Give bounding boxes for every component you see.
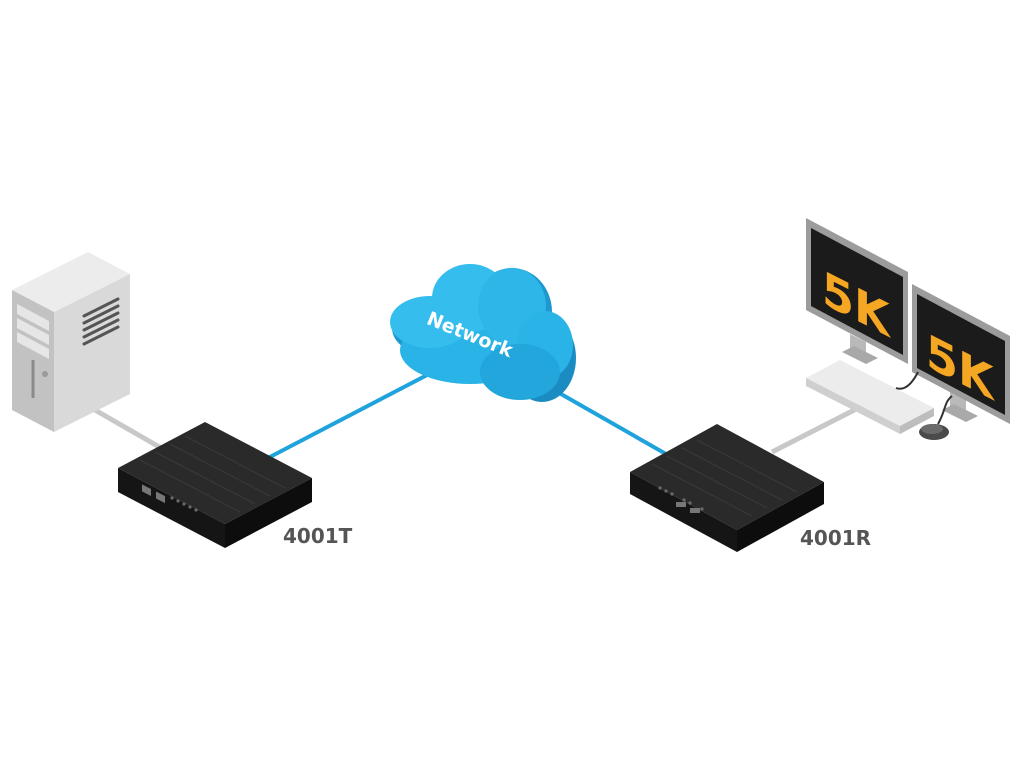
monitor-icon bbox=[806, 218, 908, 364]
tower-to-transmitter-cable bbox=[93, 407, 170, 455]
mouse-icon bbox=[919, 424, 949, 440]
receiver-device-icon bbox=[630, 424, 824, 552]
monitor-icon bbox=[912, 284, 1010, 424]
keyboard-icon bbox=[806, 360, 934, 434]
receiver-label: 4001R bbox=[800, 526, 871, 550]
keyboard-cable bbox=[895, 371, 919, 390]
transmitter-device-icon bbox=[118, 422, 312, 548]
transmitter-network-link bbox=[267, 360, 453, 460]
mouse-cable bbox=[937, 395, 953, 425]
computer-tower-icon bbox=[12, 252, 130, 432]
transmitter-label: 4001T bbox=[283, 524, 353, 548]
cloud-icon bbox=[390, 264, 576, 402]
receiver-to-peripherals-cable bbox=[770, 401, 868, 455]
